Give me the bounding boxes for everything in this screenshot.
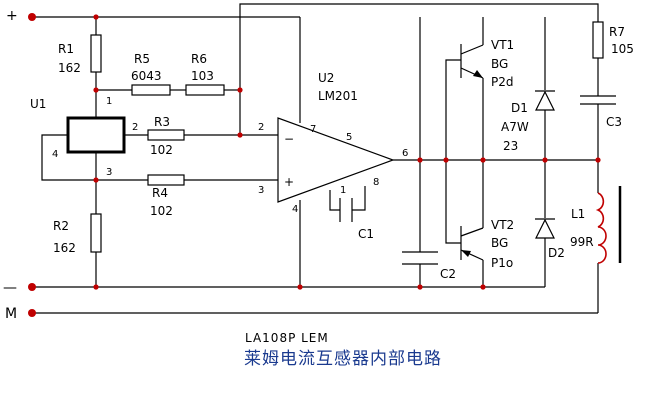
r7-name: R7 [609,25,625,39]
junction-dots [93,14,601,290]
u1-pin-1: 1 [106,96,112,107]
u1-pin-4: 4 [52,149,58,160]
u2-pin-4: 4 [292,204,298,215]
r6-resistor [185,84,225,96]
r3-resistor [147,129,185,141]
vt2-transistor [460,226,484,261]
vt2-name: VT2 [491,218,514,232]
r3-value: 102 [150,143,173,157]
r4-value: 102 [150,204,173,218]
r6-value: 103 [191,69,214,83]
l1-value: 99R [570,235,594,249]
r6-name: R6 [191,52,207,66]
r7-resistor [592,21,604,59]
vt2-line1: BG [491,236,508,250]
r4-name: R4 [152,186,168,200]
r1-value: 162 [58,61,81,75]
opamp-minus-sign: − [284,132,294,146]
d1-diode [535,90,555,111]
l1-inductor [595,186,622,264]
u2-pin-2: 2 [258,122,264,133]
c1-capacitor [339,198,353,222]
u2-name: U2 [318,71,334,85]
wires [32,3,599,314]
r5-name: R5 [134,52,150,66]
r5-value: 6043 [131,69,162,83]
r1-resistor [90,34,102,73]
vt2-line2: P1o [491,256,513,270]
c3-name: C3 [606,115,622,129]
r2-name: R2 [53,219,69,233]
c2-capacitor [402,251,438,265]
u2-pin-1: 1 [340,185,346,196]
d1-line1: A7W [501,120,529,134]
terminal-plus [28,13,36,21]
c1-name: C1 [358,227,374,241]
u2-pin-3: 3 [258,185,264,196]
vt1-line1: BG [491,57,508,71]
u2-pin-7: 7 [310,124,316,135]
opamp-plus-sign: + [284,175,294,189]
c2-name: C2 [440,267,456,281]
r2-value: 162 [53,241,76,255]
terminal-minus-label: — [3,280,17,296]
r5-resistor [131,84,171,96]
d1-line2: 23 [503,139,518,153]
u2-value: LM201 [318,89,358,103]
r1-name: R1 [58,42,74,56]
u1-pin-3: 3 [106,167,112,178]
terminal-m [28,309,36,317]
terminal-minus [28,283,36,291]
r7-value: 105 [611,42,634,56]
d2-diode [535,218,555,239]
u2-opamp [277,117,395,203]
caption-model: LA108P LEM [245,331,329,345]
r2-resistor [90,213,102,253]
d1-name: D1 [511,101,528,115]
c3-capacitor [580,95,616,105]
terminal-plus-label: + [6,8,18,24]
vt1-name: VT1 [491,38,514,52]
u1-sensor-block [66,116,126,154]
u2-pin-5: 5 [346,132,352,143]
d2-name: D2 [548,246,565,260]
r4-resistor [147,174,185,186]
u1-pin-2: 2 [132,122,138,133]
caption-title: 莱姆电流互感器内部电路 [244,349,442,369]
vt1-transistor [460,44,484,79]
r3-name: R3 [154,115,170,129]
l1-name: L1 [571,207,585,221]
u1-name: U1 [30,97,46,111]
vt1-line2: P2d [491,75,514,89]
u2-pin-6: 6 [402,148,408,159]
terminal-m-label: M [5,306,17,322]
u2-pin-8: 8 [373,177,379,188]
